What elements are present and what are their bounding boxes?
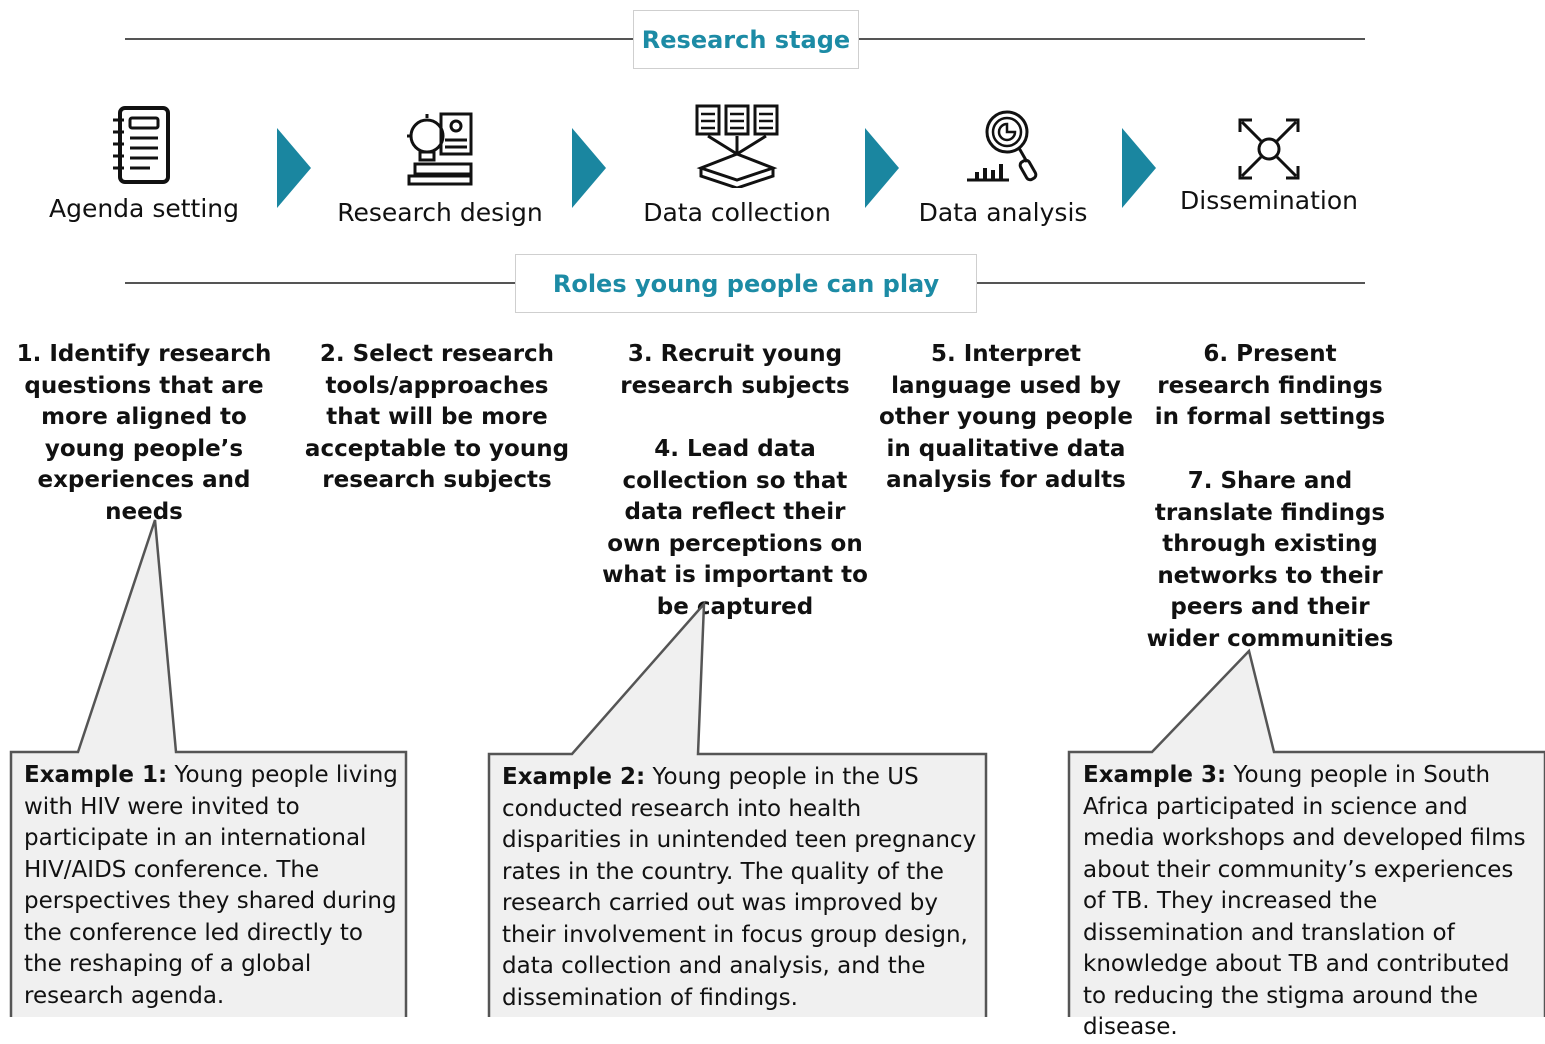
- role-3: 3. Recruit young research subjects: [620, 341, 850, 399]
- stage-label: Agenda setting: [48, 194, 239, 223]
- stage-label: Dissemination: [1180, 186, 1358, 215]
- stage-dissemination: Dissemination: [1149, 116, 1389, 215]
- stage-label: Data collection: [643, 198, 831, 227]
- research-stage-heading: Research stage: [633, 10, 859, 69]
- role-4: 4. Lead data collection so that data ref…: [602, 436, 868, 620]
- stage-divider-left: [125, 38, 633, 40]
- stage-data-analysis: Data analysis: [883, 108, 1123, 227]
- example-1-text: Example 1: Young people living with HIV …: [24, 760, 398, 1012]
- roles-divider-left: [125, 282, 515, 284]
- documents-box-icon: [695, 104, 779, 188]
- example-callouts: [9, 519, 1545, 1017]
- stage-arrow: [572, 128, 606, 208]
- role-2: 2. Select research tools/approaches that…: [304, 341, 570, 493]
- callout-3-shape: [1067, 648, 1545, 1017]
- role-7: 7. Share and translate findings through …: [1146, 468, 1394, 652]
- roles-heading: Roles young people can play: [515, 254, 977, 313]
- example-2-body: Young people in the US conducted researc…: [502, 764, 977, 1011]
- role-5: 5. Interpret language used by other youn…: [879, 341, 1133, 493]
- stage-divider-right: [858, 38, 1365, 40]
- stage-arrow: [277, 128, 311, 208]
- stage-label: Research design: [337, 198, 543, 227]
- role-1: 1. Identify research questions that are …: [16, 341, 272, 525]
- stage-data-collection: Data collection: [617, 104, 857, 227]
- magnifier-chart-icon: [967, 110, 1038, 182]
- stage-arrow: [865, 128, 899, 208]
- example-1-body: Young people living with HIV were invite…: [24, 762, 398, 1009]
- notebook-icon: [113, 106, 170, 184]
- stage-arrow: [1122, 128, 1156, 208]
- expand-arrows-icon: [1238, 118, 1300, 180]
- example-3-text: Example 3: Young people in South Africa …: [1083, 760, 1539, 1044]
- example-1-label: Example 1:: [24, 762, 168, 788]
- stage-research-design: Research design: [320, 110, 560, 227]
- example-3-body: Young people in South Africa participate…: [1083, 762, 1526, 1040]
- callout-2-shape: [487, 600, 988, 1017]
- lightbulb-design-icon: [407, 112, 473, 186]
- stage-label: Data analysis: [918, 198, 1088, 227]
- roles-divider-right: [976, 282, 1365, 284]
- example-2-label: Example 2:: [502, 764, 646, 790]
- example-3-label: Example 3:: [1083, 762, 1227, 788]
- callout-1-shape: [9, 519, 408, 1017]
- role-6: 6. Present research findings in formal s…: [1154, 341, 1386, 430]
- stage-agenda-setting: Agenda setting: [24, 104, 264, 223]
- example-2-text: Example 2: Young people in the US conduc…: [502, 762, 980, 1014]
